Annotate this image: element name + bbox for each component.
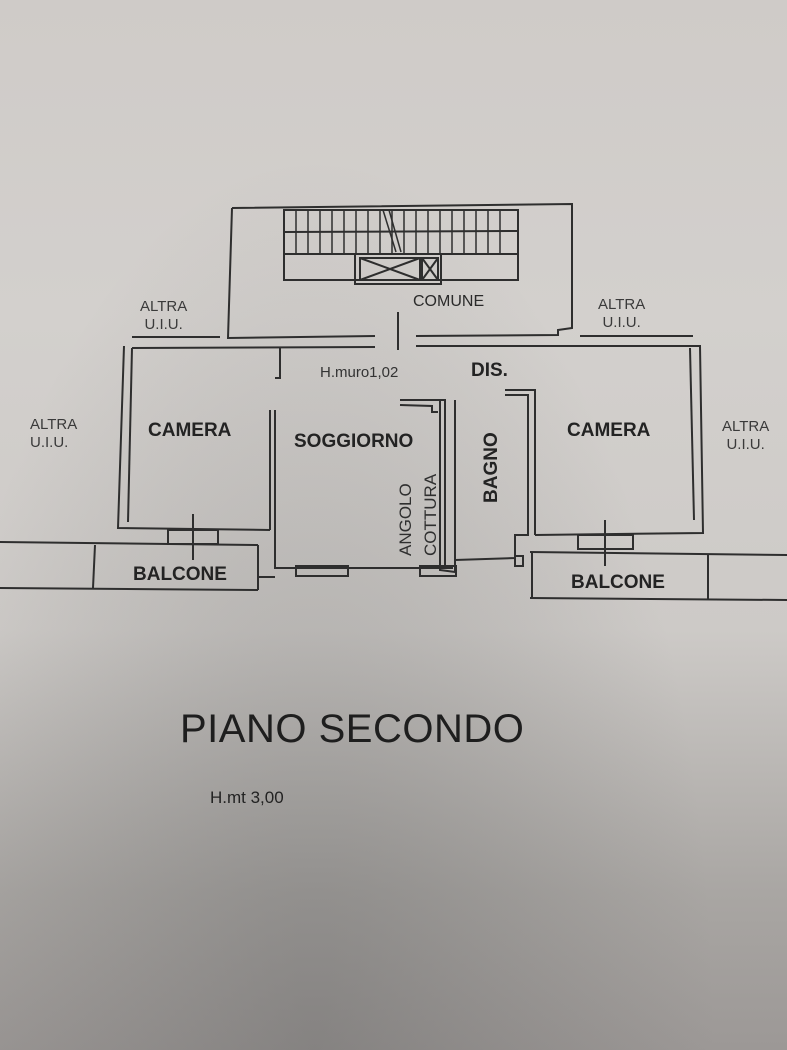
room-comune: COMUNE [413, 293, 485, 310]
floor-title: PIANO SECONDO [180, 707, 525, 751]
room-cottura: COTTURA [421, 473, 440, 556]
stairwell [226, 202, 573, 350]
neighbor-label-left: ALTRA U.I.U. [30, 416, 77, 452]
neighbor-label-right: ALTRA U.I.U. [722, 418, 769, 454]
neighbor-line: ALTRA [140, 298, 188, 315]
room-bagno: BAGNO [481, 432, 502, 503]
room-angolo: ANGOLO [396, 483, 415, 556]
room-soggiorno: SOGGIORNO [294, 431, 414, 452]
neighbor-line: U.I.U. [602, 314, 641, 331]
neighbor-line: U.I.U. [30, 434, 69, 451]
room-balcone-left: BALCONE [133, 564, 227, 585]
neighbor-line: ALTRA [598, 296, 646, 313]
neighbor-label-top-right: ALTRA U.I.U. [598, 296, 645, 332]
neighbor-line: U.I.U. [726, 436, 765, 453]
room-dis: DIS. [471, 360, 508, 381]
wall-height-note: H.muro1,02 [320, 364, 399, 381]
neighbor-label-top-left: ALTRA U.I.U. [140, 298, 187, 334]
floor-height-note: H.mt 3,00 [210, 788, 284, 807]
room-balcone-right: BALCONE [571, 572, 665, 593]
apartment-walls [116, 345, 705, 574]
neighbor-line: ALTRA [722, 418, 770, 435]
room-camera-left: CAMERA [148, 420, 232, 441]
neighbor-line: U.I.U. [144, 316, 183, 333]
room-camera-right: CAMERA [567, 420, 651, 441]
balconies [0, 514, 787, 601]
neighbor-line: ALTRA [30, 416, 78, 433]
